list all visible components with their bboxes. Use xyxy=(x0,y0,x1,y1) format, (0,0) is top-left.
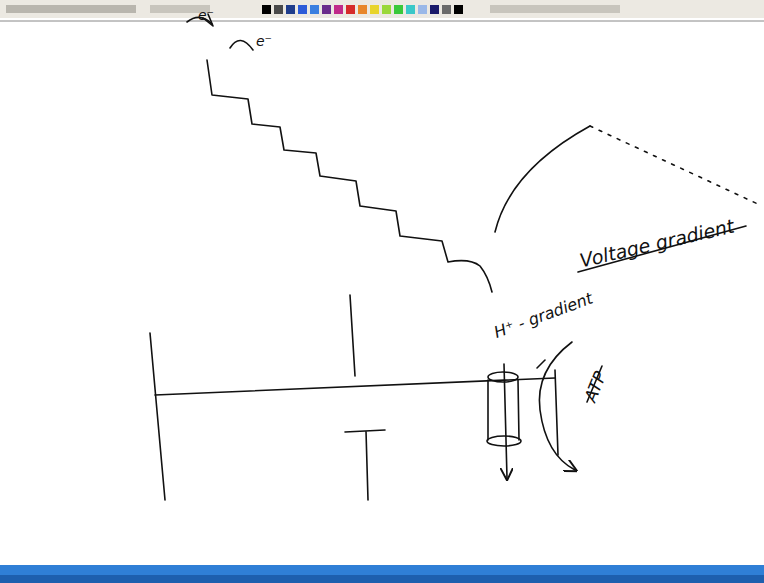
membrane-wall xyxy=(150,333,165,500)
synthase-body xyxy=(488,380,519,440)
handwritten-label: Voltage gradient xyxy=(578,217,736,271)
handwritten-label: e⁻ xyxy=(198,8,214,22)
toolbar xyxy=(0,0,764,18)
tick xyxy=(537,360,545,368)
t-symbol xyxy=(345,430,385,500)
handwritten-label: ATP xyxy=(582,369,609,404)
toolbar-icons xyxy=(6,5,620,14)
dotted-line xyxy=(590,126,760,205)
taskbar xyxy=(0,565,764,583)
membrane-wall xyxy=(555,370,558,455)
taskbar-strip xyxy=(0,575,764,583)
ruler-line xyxy=(0,21,764,22)
atp-arrow xyxy=(539,342,575,470)
handwritten-label: H⁺ - gradient xyxy=(492,290,595,341)
proton-arrow xyxy=(504,364,507,478)
handwritten-label: e⁻ xyxy=(256,34,272,48)
energy-staircase xyxy=(207,60,492,292)
voltage-curve xyxy=(495,126,590,232)
synthase-base xyxy=(487,436,521,446)
electron-hop xyxy=(230,40,253,50)
separator-line xyxy=(350,295,355,376)
synthase-top xyxy=(488,372,518,382)
